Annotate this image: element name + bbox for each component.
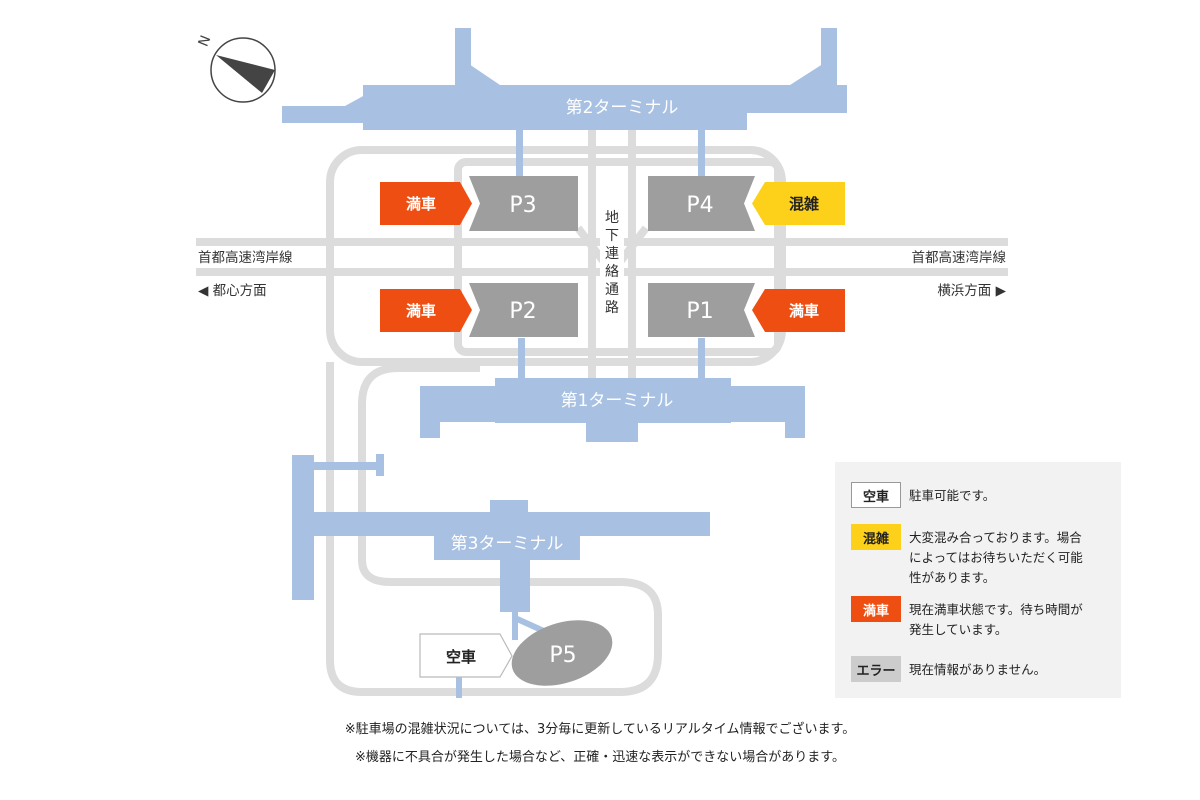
status-text-p5: 空車 xyxy=(446,648,476,666)
terminal-3-building xyxy=(292,454,710,698)
t3-loop-road xyxy=(326,362,662,696)
diagonal-ramp-2 xyxy=(616,225,650,265)
highway-label-left: 首都高速湾岸線 xyxy=(198,249,293,266)
legend-badge-busy: 混雑 xyxy=(851,524,901,550)
status-text-p4: 混雑 xyxy=(789,195,819,213)
legend-panel: 空車 駐車可能です。 混雑 大変混み合っております。場合 によってはお待ちいただ… xyxy=(835,462,1121,698)
direction-yokohama: 横浜方面 ▶ xyxy=(937,283,1006,299)
parking-label-p2: P2 xyxy=(509,299,536,324)
svg-text:連: 連 xyxy=(605,246,619,262)
legend-text-error: 現在情報がありません。 xyxy=(909,662,1047,677)
parking-label-p1: P1 xyxy=(686,299,713,324)
highway-label-right: 首都高速湾岸線 xyxy=(912,249,1007,266)
status-tag-p4[interactable]: 混雑 xyxy=(752,182,845,225)
legend-row-full: 満車 現在満車状態です。待ち時間が 発生しています。 xyxy=(851,596,1105,640)
compass-north-label: N xyxy=(196,33,215,49)
parking-lot-p1: P1 xyxy=(648,283,755,337)
legend-row-vacant: 空車 駐車可能です。 xyxy=(851,482,1105,508)
status-tag-p2[interactable]: 満車 xyxy=(380,289,472,332)
parking-lot-p4: P4 xyxy=(648,176,755,231)
footnotes: ※駐車場の混雑状況については、3分毎に更新しているリアルタイム情報でございます。… xyxy=(0,716,1200,772)
legend-badge-error: エラー xyxy=(851,656,901,682)
terminal-1-building xyxy=(420,338,805,442)
legend-badge-full: 満車 xyxy=(851,596,901,622)
svg-text:地: 地 xyxy=(605,210,619,226)
svg-text:絡: 絡 xyxy=(605,264,619,280)
parking-label-p5: P5 xyxy=(549,643,576,668)
legend-row-busy: 混雑 大変混み合っております。場合 によってはお待ちいただく可能 性があります。 xyxy=(851,524,1105,588)
footnote-update: ※駐車場の混雑状況については、3分毎に更新しているリアルタイム情報でございます。 xyxy=(344,722,856,737)
status-text-p2: 満車 xyxy=(406,302,436,320)
status-text-p1: 満車 xyxy=(789,302,819,320)
svg-text:路: 路 xyxy=(605,300,619,316)
inner-ring-road xyxy=(454,158,782,356)
terminal-2-building xyxy=(282,28,847,176)
footnote-disclaimer: ※機器に不具合が発生した場合など、正確・迅速な表示ができない場合があります。 xyxy=(355,750,845,765)
parking-label-p4: P4 xyxy=(686,193,713,218)
terminal-3-label: 第3ターミナル xyxy=(451,534,564,554)
passage-label-background xyxy=(600,206,624,318)
diagonal-ramp-1 xyxy=(574,225,608,265)
legend-text-full: 現在満車状態です。待ち時間が 発生しています。 xyxy=(909,602,1083,637)
compass-icon: N xyxy=(196,33,276,103)
legend-text-busy: 大変混み合っております。場合 によってはお待ちいただく可能 性があります。 xyxy=(909,530,1083,585)
legend-row-error: エラー 現在情報がありません。 xyxy=(851,656,1105,682)
svg-text:下: 下 xyxy=(605,228,619,244)
direction-tokyo: ◀ 都心方面 xyxy=(198,283,267,299)
terminal-1-label: 第1ターミナル xyxy=(561,391,674,411)
legend-badge-vacant: 空車 xyxy=(851,482,901,508)
status-tag-p1[interactable]: 満車 xyxy=(752,289,845,332)
status-text-p3: 満車 xyxy=(406,195,436,213)
terminal-2-label: 第2ターミナル xyxy=(566,98,679,118)
parking-label-p3: P3 xyxy=(509,193,536,218)
parking-lot-p5: P5 xyxy=(511,620,613,686)
parking-lot-p3: P3 xyxy=(469,176,578,231)
svg-text:通: 通 xyxy=(605,282,619,298)
status-tag-p5[interactable]: 空車 xyxy=(419,633,513,678)
status-tag-p3[interactable]: 満車 xyxy=(380,182,472,225)
legend-text-vacant: 駐車可能です。 xyxy=(909,488,996,503)
parking-lot-p2: P2 xyxy=(469,283,578,337)
underground-passage-label: 地 下 連 絡 通 路 xyxy=(605,210,619,316)
